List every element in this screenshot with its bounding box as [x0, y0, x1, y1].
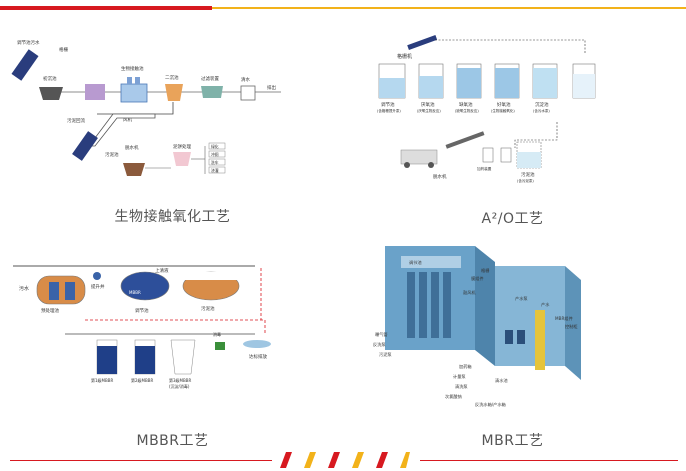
svg-text:上清液: 上清液 — [155, 267, 169, 274]
svg-text:膜组件: 膜组件 — [471, 275, 484, 282]
svg-text:产水: 产水 — [541, 301, 550, 308]
footer-stripe-ornament — [280, 452, 410, 468]
svg-text:绿化: 绿化 — [211, 144, 219, 149]
svg-text:污泥池: 污泥池 — [201, 305, 215, 312]
svg-text:厌氧池: 厌氧池 — [421, 101, 435, 108]
svg-text:第2级MBBR: 第2级MBBR — [131, 377, 153, 383]
svg-text:第3级MBBR: 第3级MBBR — [169, 377, 191, 383]
svg-text:脱水机: 脱水机 — [125, 144, 139, 151]
svg-text:风机: 风机 — [123, 116, 132, 123]
svg-text:调节池: 调节池 — [135, 307, 149, 314]
svg-text:曝气管: 曝气管 — [375, 331, 388, 338]
svg-text:调节池污水: 调节池污水 — [17, 39, 40, 46]
svg-text:加药装置: 加药装置 — [477, 166, 492, 171]
svg-text:污泥池: 污泥池 — [105, 151, 119, 158]
svg-text:次氯酸钠: 次氯酸钠 — [445, 393, 462, 400]
svg-text:MBBR: MBBR — [129, 290, 141, 295]
footer-line-right — [420, 460, 678, 461]
header-accent-bar — [0, 6, 686, 10]
svg-text:冲厕: 冲厕 — [211, 152, 219, 157]
svg-text:调节池: 调节池 — [409, 259, 422, 266]
svg-text:(缺氧生物反应): (缺氧生物反应) — [455, 108, 479, 113]
svg-text:格栅: 格栅 — [481, 267, 489, 274]
svg-text:污泥池: 污泥池 — [521, 171, 535, 178]
svg-text:过滤装置: 过滤装置 — [201, 75, 219, 82]
svg-text:控制柜: 控制柜 — [565, 323, 578, 330]
svg-text:初沉池: 初沉池 — [43, 75, 57, 82]
header-gold-stripe — [212, 7, 686, 9]
svg-text:反洗泵: 反洗泵 — [373, 341, 386, 348]
svg-text:排出: 排出 — [267, 84, 276, 91]
a2o-diagram: 格栅机 调节池 (含格栅提升泵) 厌氧池 (厌氧生物反应) 缺氧池 (缺氧生物反… — [377, 34, 596, 183]
svg-text:(沉淀/消毒): (沉淀/消毒) — [169, 383, 190, 389]
svg-text:清水: 清水 — [241, 76, 250, 83]
svg-text:好氧池: 好氧池 — [497, 101, 511, 108]
svg-text:加药箱: 加药箱 — [459, 363, 472, 370]
svg-text:(生物接触氧化): (生物接触氧化) — [491, 108, 515, 113]
svg-text:洗车: 洗车 — [211, 160, 219, 165]
svg-text:(厌氧生物反应): (厌氧生物反应) — [417, 108, 441, 113]
svg-text:第1级MBBR: 第1级MBBR — [91, 377, 113, 383]
svg-text:产水泵: 产水泵 — [515, 295, 528, 302]
svg-text:消毒: 消毒 — [213, 331, 221, 337]
svg-text:预处理池: 预处理池 — [41, 307, 59, 314]
svg-text:清水池: 清水池 — [495, 377, 508, 384]
caption-mbr: MBR工艺 — [481, 433, 544, 449]
svg-text:鼓风机: 鼓风机 — [463, 289, 476, 296]
svg-text:污泥回流: 污泥回流 — [67, 117, 85, 124]
svg-text:反洗水箱/产水箱: 反洗水箱/产水箱 — [475, 401, 506, 408]
svg-text:二沉池: 二沉池 — [165, 74, 179, 81]
svg-text:沉淀池: 沉淀池 — [535, 101, 549, 108]
svg-text:计量泵: 计量泵 — [453, 373, 466, 380]
svg-text:(含格栅提升泵): (含格栅提升泵) — [377, 108, 401, 113]
footer-line-left — [10, 460, 272, 461]
svg-text:MBR组件: MBR组件 — [555, 315, 573, 322]
caption-a2o: A²/O工艺 — [481, 211, 544, 227]
svg-text:清洗泵: 清洗泵 — [455, 383, 468, 390]
svg-text:达标排放: 达标排放 — [249, 353, 267, 360]
mbbr-diagram: 污水 预处理池 提升井 MBBR 调节池 上清液 污泥池 消毒 达标排放 第1级… — [13, 265, 271, 389]
svg-text:缺氧池: 缺氧池 — [459, 101, 473, 108]
header-red-stripe — [0, 6, 212, 10]
svg-text:格栅: 格栅 — [59, 46, 68, 53]
svg-text:调节池: 调节池 — [381, 101, 395, 108]
bio-contact-diagram: 调节池污水 格栅 初沉池 生物接触池 二沉池 过滤装置 清水 排出 风机 污泥回… — [11, 39, 281, 176]
panel-a2o: 格栅机 调节池 (含格栅提升泵) 厌氧池 (厌氧生物反应) 缺氧池 (缺氧生物反… — [345, 18, 680, 233]
panel-mbbr: 污水 预处理池 提升井 MBBR 调节池 上清液 污泥池 消毒 达标排放 第1级… — [5, 240, 340, 455]
svg-text:生物接触池: 生物接触池 — [121, 65, 144, 72]
mbr-diagram: 调节池 格栅 膜组件 鼓风机 产水泵 产水 MBR组件 控制柜 曝气管 反洗泵 … — [373, 246, 581, 408]
svg-text:污泥泵: 污泥泵 — [379, 351, 392, 358]
panel-bio-contact-oxidation: 调节池污水 格栅 初沉池 生物接触池 二沉池 过滤装置 清水 排出 风机 污泥回… — [5, 18, 340, 233]
svg-text:浇灌: 浇灌 — [211, 168, 219, 173]
svg-text:提升井: 提升井 — [91, 283, 105, 290]
svg-text:泥饼处理: 泥饼处理 — [173, 143, 191, 150]
caption-mbbr: MBBR工艺 — [136, 433, 209, 449]
caption-bio-contact: 生物接触氧化工艺 — [114, 209, 231, 225]
svg-text:脱水机: 脱水机 — [433, 173, 447, 180]
svg-text:(含污泥泵): (含污泥泵) — [517, 178, 534, 183]
svg-text:格栅机: 格栅机 — [397, 53, 412, 60]
panel-mbr: 调节池 格栅 膜组件 鼓风机 产水泵 产水 MBR组件 控制柜 曝气管 反洗泵 … — [345, 240, 680, 455]
svg-text:污水: 污水 — [19, 285, 29, 292]
svg-text:(含污水泵): (含污水泵) — [533, 108, 550, 113]
